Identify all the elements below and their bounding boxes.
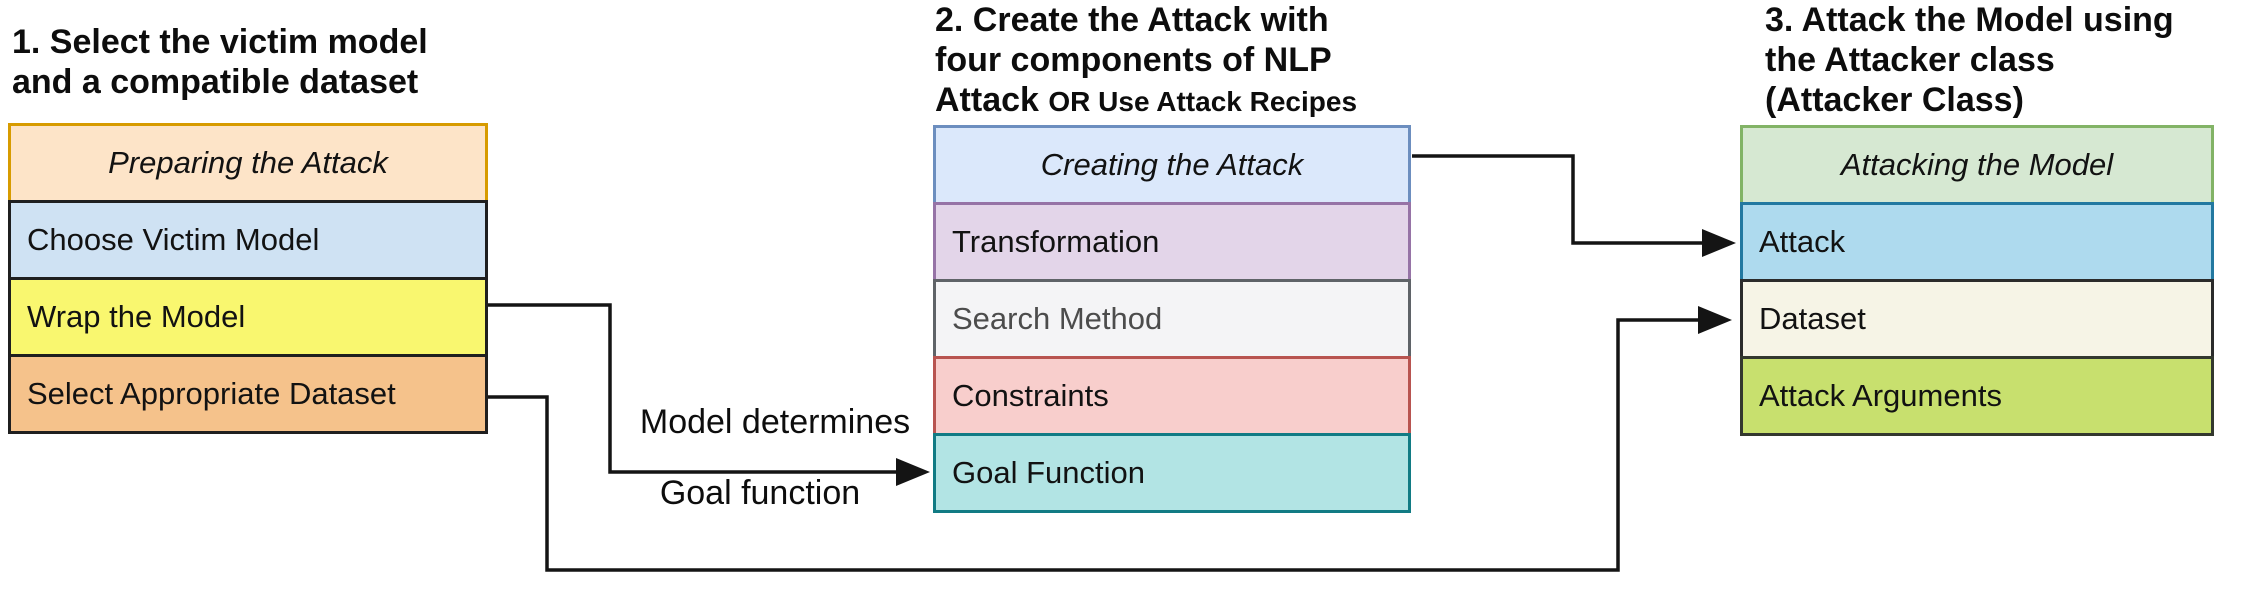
arrow-label-model-determines: Model determines bbox=[639, 403, 911, 441]
preparing-the-attack-box: Preparing the Attack Choose Victim Model… bbox=[8, 123, 488, 434]
attack-arguments-cell: Attack Arguments bbox=[1740, 356, 2214, 436]
attack-cell: Attack bbox=[1740, 202, 2214, 282]
step2-heading-line1: 2. Create the Attack with bbox=[935, 1, 1329, 39]
arrow-creating-attack-to-attack bbox=[1412, 154, 1706, 245]
step2-heading-line3-recipes: OR Use Attack Recipes bbox=[1048, 86, 1358, 117]
creating-the-attack-box: Creating the Attack Transformation Searc… bbox=[933, 125, 1411, 513]
step2-heading-line3-attack: Attack bbox=[935, 81, 1049, 119]
step2-heading-line2: four components of NLP bbox=[935, 41, 1332, 79]
step3-heading-line1: 3. Attack the Model using bbox=[1765, 1, 2174, 39]
step2-heading-line3: Attack OR Use Attack Recipes bbox=[935, 80, 1357, 122]
step3-heading-line2: the Attacker class bbox=[1765, 41, 2055, 79]
attacking-the-model-header: Attacking the Model bbox=[1740, 125, 2214, 205]
attacking-the-model-box: Attacking the Model Attack Dataset Attac… bbox=[1740, 125, 2214, 436]
arrow-wrap-model-to-goal-function bbox=[488, 303, 900, 474]
step1-heading: 1. Select the victim model and a compati… bbox=[12, 22, 428, 102]
choose-victim-model-cell: Choose Victim Model bbox=[8, 200, 488, 280]
search-method-cell: Search Method bbox=[933, 279, 1411, 359]
step2-heading: 2. Create the Attack with four component… bbox=[935, 0, 1357, 122]
dataset-cell: Dataset bbox=[1740, 279, 2214, 359]
step1-heading-line2: and a compatible dataset bbox=[12, 63, 419, 101]
creating-the-attack-header: Creating the Attack bbox=[933, 125, 1411, 205]
transformation-cell: Transformation bbox=[933, 202, 1411, 282]
arrowhead-attack-icon bbox=[1702, 229, 1736, 257]
arrowhead-dataset-icon bbox=[1698, 306, 1732, 334]
preparing-the-attack-header: Preparing the Attack bbox=[8, 123, 488, 203]
constraints-cell: Constraints bbox=[933, 356, 1411, 436]
goal-function-cell: Goal Function bbox=[933, 433, 1411, 513]
step3-heading-line3: (Attacker Class) bbox=[1765, 81, 2024, 119]
select-appropriate-dataset-cell: Select Appropriate Dataset bbox=[8, 354, 488, 434]
arrow-label-goal-function: Goal function bbox=[659, 474, 861, 512]
wrap-the-model-cell: Wrap the Model bbox=[8, 277, 488, 357]
step3-heading: 3. Attack the Model using the Attacker c… bbox=[1765, 0, 2174, 120]
step1-heading-line1: 1. Select the victim model bbox=[12, 23, 428, 61]
